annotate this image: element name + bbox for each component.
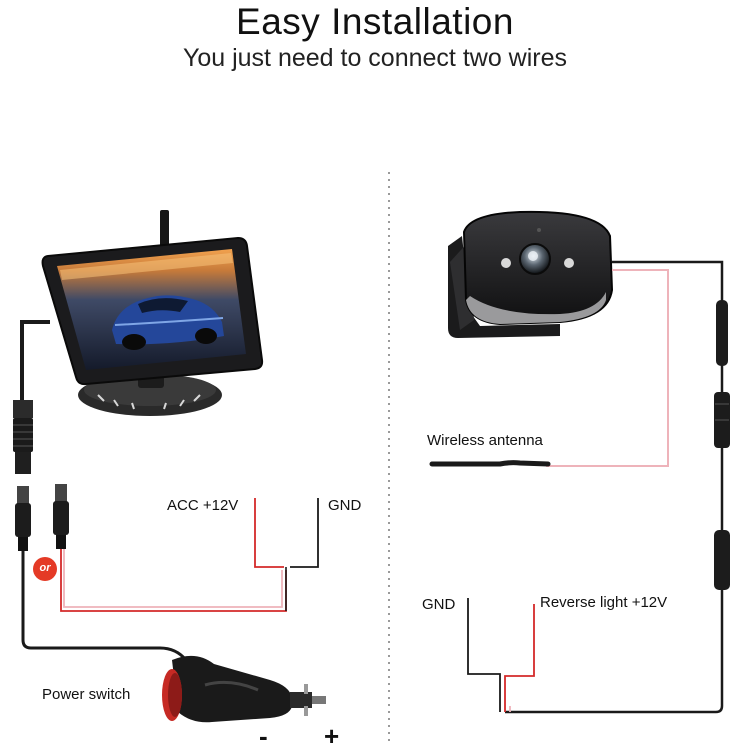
car-image [112,295,224,350]
dc-plug-right [53,484,69,549]
cable-connector [13,400,33,418]
monitor-gnd-label: GND [328,497,362,514]
camera-cable-black [612,260,724,300]
charger-cable [21,551,188,661]
wireless-antenna [429,460,551,467]
plus-sign: + [324,721,340,751]
page-subtitle: You just need to connect two wires [182,44,568,72]
camera-cable-pink [546,269,669,467]
monitor [41,210,264,416]
acc-wire-red [60,549,287,612]
backup-camera [448,210,614,338]
wireless-antenna-label: Wireless antenna [427,432,543,449]
camera-gnd-wire [467,598,501,712]
camera-ir-led-left [501,258,511,268]
dc-plug-left [15,486,31,551]
acc-wire-pink [63,549,283,608]
minus-sign: - [259,721,268,751]
inline-connector-bottom [714,530,730,590]
camera-gnd-label: GND [422,596,456,613]
or-badge: or [33,557,57,581]
gnd-riser-black [290,498,319,568]
camera-bracket [448,236,560,338]
camera-ir-led-right [564,258,574,268]
reverse-wire-red [504,604,535,712]
car-charger [162,655,326,723]
acc-12v-label: ACC +12V [167,497,239,514]
reverse-light-label: Reverse light +12V [540,594,668,611]
inline-connector-top [716,300,728,366]
acc-riser-red [254,498,284,568]
page-title: Easy Installation [236,1,514,42]
monitor-cable [20,320,50,400]
monitor-antenna [160,210,169,248]
power-switch-label: Power switch [42,686,131,703]
